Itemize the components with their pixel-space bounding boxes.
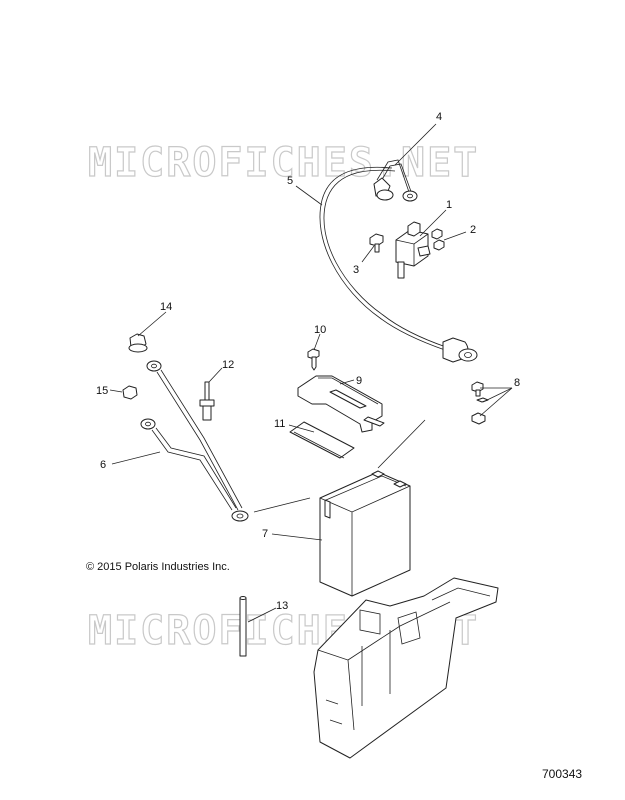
bracket-bolt [307, 348, 320, 371]
battery-pad [289, 421, 355, 459]
callout-3: 3 [353, 264, 359, 276]
diagram-number: 700343 [542, 767, 583, 781]
callout-numbers: 1 2 3 4 5 6 7 8 9 10 11 12 13 14 15 [96, 111, 520, 612]
leader-lines [109, 123, 513, 623]
battery-stud [199, 381, 215, 421]
callout-9: 9 [356, 375, 362, 387]
callout-11: 11 [274, 418, 285, 430]
callout-8: 8 [514, 377, 520, 389]
callout-12: 12 [222, 359, 234, 371]
watermark-top: MICROFICHES.NET [88, 140, 479, 186]
hex-nut-15 [122, 385, 138, 400]
callout-7: 7 [262, 528, 268, 540]
ground-cables [140, 360, 249, 522]
copyright-notice: © 2015 Polaris Industries Inc. [86, 561, 230, 573]
callout-6: 6 [100, 459, 106, 471]
vent-tube [239, 596, 247, 657]
callout-2: 2 [470, 224, 476, 236]
relay-nuts [431, 228, 445, 251]
battery-cable-long [319, 166, 478, 363]
battery-hold-down-bracket [297, 375, 385, 433]
callout-1: 1 [446, 199, 452, 211]
callout-10: 10 [314, 324, 326, 336]
relay-solenoid [395, 221, 431, 279]
callout-4: 4 [436, 111, 442, 123]
callout-5: 5 [287, 175, 293, 187]
callout-15: 15 [96, 385, 108, 397]
callout-14: 14 [160, 301, 172, 313]
relay-bolt [369, 233, 384, 253]
battery [319, 470, 411, 597]
flange-nut-14 [128, 333, 148, 353]
callout-13: 13 [276, 600, 288, 612]
battery-box [313, 577, 499, 759]
